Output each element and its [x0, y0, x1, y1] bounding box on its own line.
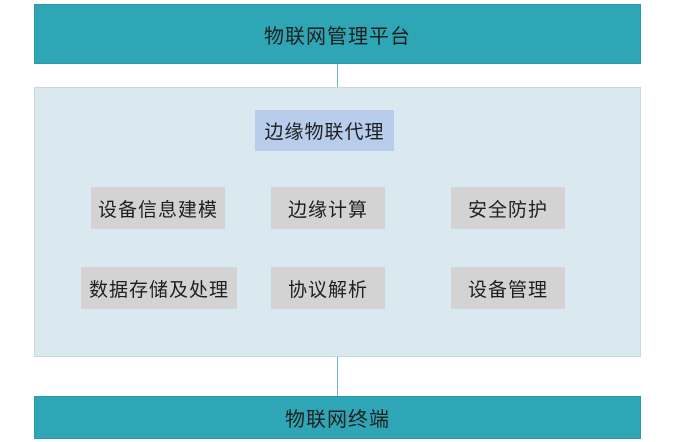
- connector-platform-to-agent: [337, 64, 338, 87]
- module-label: 数据存储及处理: [88, 278, 229, 301]
- module-edge-computing: 边缘计算: [271, 187, 385, 229]
- module-label: 设备信息建模: [97, 198, 218, 221]
- edge-agent-title-label: 边缘物联代理: [264, 121, 385, 143]
- platform-label: 物联网管理平台: [264, 23, 411, 48]
- platform-layer: 物联网管理平台: [34, 4, 641, 64]
- terminal-label: 物联网终端: [285, 407, 390, 431]
- module-device-management: 设备管理: [451, 267, 565, 309]
- module-label: 协议解析: [287, 278, 368, 301]
- module-label: 安全防护: [467, 198, 548, 221]
- module-data-storage-processing: 数据存储及处理: [81, 267, 237, 309]
- module-security-protection: 安全防护: [451, 187, 565, 229]
- module-device-info-modeling: 设备信息建模: [91, 187, 225, 229]
- terminal-layer: 物联网终端: [34, 396, 641, 439]
- module-label: 边缘计算: [287, 198, 368, 221]
- edge-agent-title: 边缘物联代理: [255, 110, 394, 151]
- module-label: 设备管理: [467, 278, 548, 301]
- connector-agent-to-terminal: [337, 357, 338, 396]
- module-protocol-parsing: 协议解析: [271, 267, 385, 309]
